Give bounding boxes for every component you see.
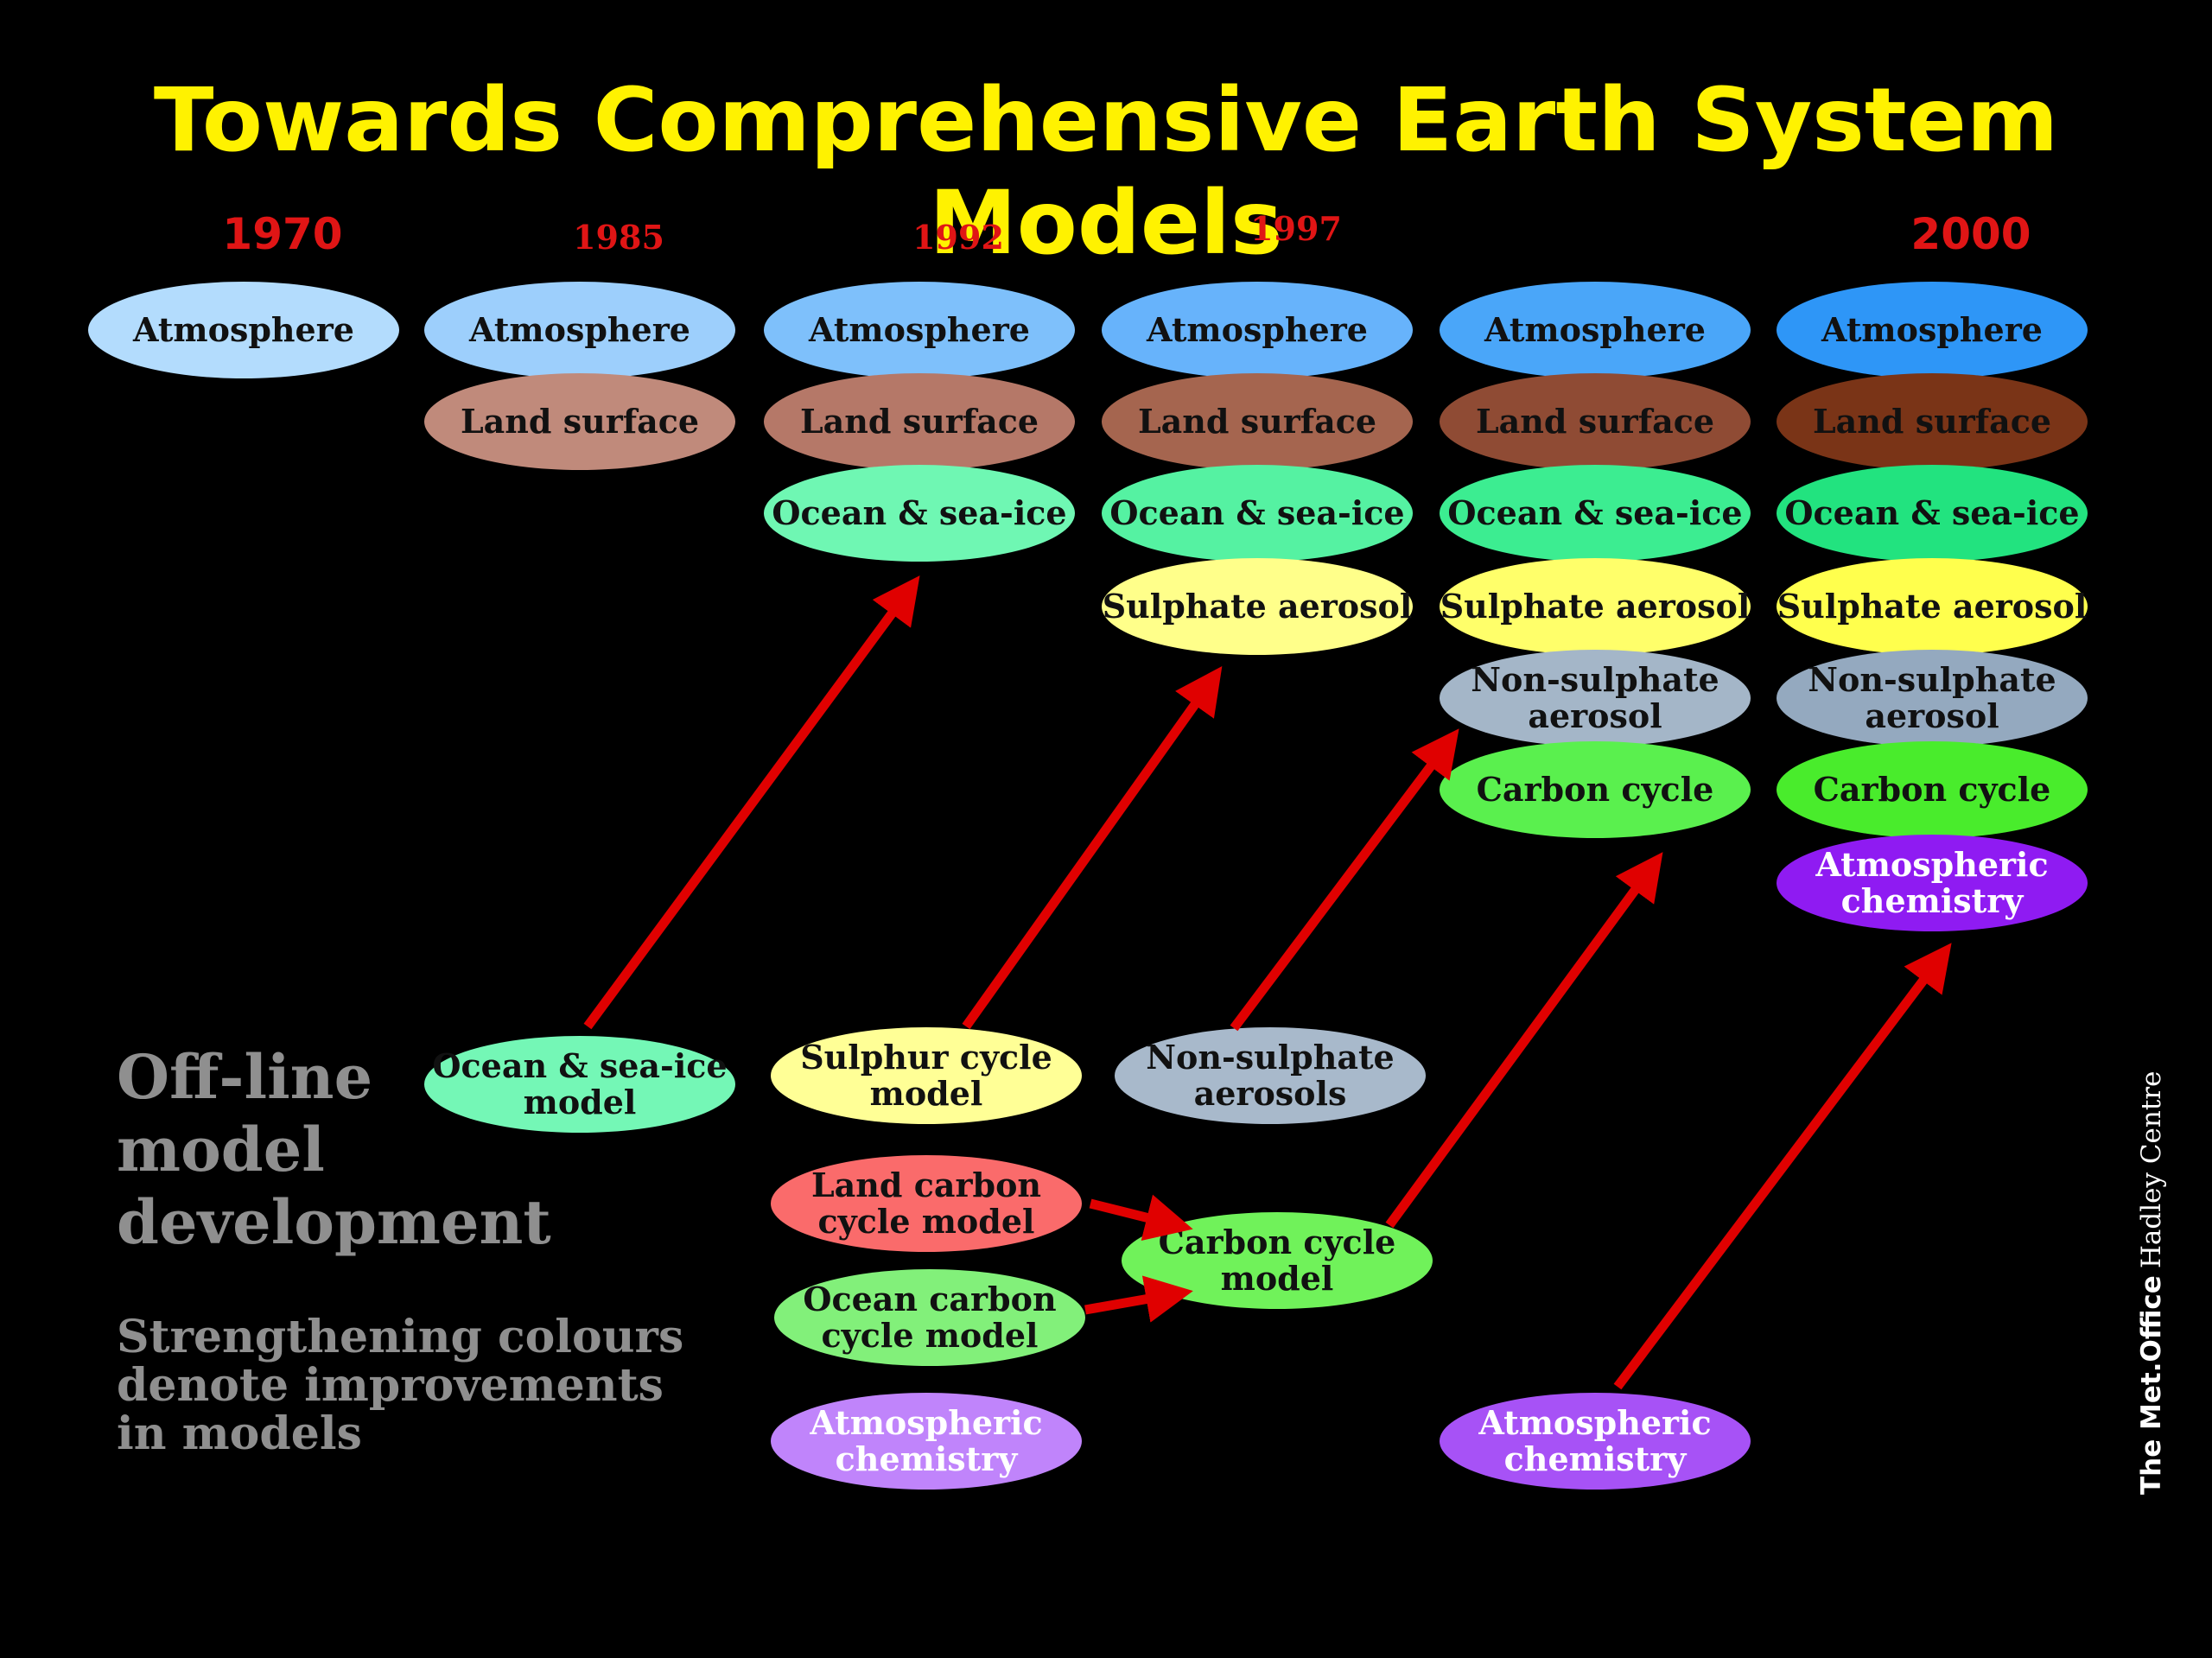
sulphur-cycle-model-oval: Sulphur cycle model [771,1027,1082,1124]
non-sulphate-aerosol-oval: Non-sulphate aerosol [1777,650,2088,746]
year-label: 2000 [1910,209,2031,259]
sulphate-aerosol-oval: Sulphate aerosol [1777,558,2088,655]
offline-heading-line: Off-line [117,1041,373,1113]
ocean-sea-ice-oval: Ocean & sea-ice [1102,465,1413,562]
ocean-sea-ice-oval: Ocean & sea-ice [1440,465,1751,562]
credit-bold: The Met.Office [2136,1275,2167,1495]
non-sulphate-aerosols-oval: Non-sulphate aerosols [1115,1027,1426,1124]
arrow-nonsulphate-to-column5 [1230,728,1459,1032]
atmospheric-chemistry-offline-1-oval: Atmospheric chemistry [771,1393,1082,1490]
ocean-sea-ice-oval: Ocean & sea-ice [764,465,1075,562]
page-title: Towards Comprehensive Earth System Model… [153,69,2059,275]
ocean-sea-ice-model-oval: Ocean & sea-ice model [424,1036,735,1133]
year-label: 1997 [1250,209,1342,248]
land-carbon-cycle-model-oval: Land carbon cycle model [771,1155,1082,1252]
arrow-chemistry-to-2000 [1613,943,1952,1390]
atmosphere-oval: Atmosphere [1777,282,2088,378]
ocean-sea-ice-oval: Ocean & sea-ice [1777,465,2088,562]
land-surface-oval: Land surface [424,373,735,470]
atmospheric-chemistry-oval: Atmospheric chemistry [1777,835,2088,931]
year-label: 1970 [222,209,343,259]
ocean-carbon-cycle-model-oval: Ocean carbon cycle model [774,1269,1085,1366]
land-surface-oval: Land surface [1102,373,1413,470]
sulphate-aerosol-oval: Sulphate aerosol [1102,558,1413,655]
legend-note-line: denote improvements [117,1359,664,1412]
legend-note-line: in models [117,1407,362,1460]
land-surface-oval: Land surface [1777,373,2088,470]
arrow-ocean-to-1992 [583,575,920,1030]
sulphate-aerosol-oval: Sulphate aerosol [1440,558,1751,655]
carbon-cycle-oval: Carbon cycle [1777,741,2088,838]
credit-logo: The Met.Office Hadley Centre [2136,1071,2167,1495]
atmosphere-oval: Atmosphere [1440,282,1751,378]
legend-note: Strengthening colours denote improvement… [117,1313,683,1458]
legend-note-line: Strengthening colours [117,1311,684,1363]
atmospheric-chemistry-offline-2-oval: Atmospheric chemistry [1440,1393,1751,1490]
land-surface-oval: Land surface [1440,373,1751,470]
atmosphere-oval: Atmosphere [764,282,1075,378]
atmosphere-oval: Atmosphere [88,282,399,378]
arrow-carbon-model-to-column5 [1385,852,1663,1229]
offline-heading: Off-line model development [117,1041,551,1259]
non-sulphate-aerosol-oval: Non-sulphate aerosol [1440,650,1751,746]
atmosphere-oval: Atmosphere [1102,282,1413,378]
arrow-sulphur-to-1997 [962,666,1223,1030]
offline-heading-line: development [117,1186,551,1258]
year-label: 1985 [573,218,664,257]
arrow-ocean-carbon-to-carbon-model [1084,1275,1193,1323]
arrow-land-carbon-to-carbon-model [1089,1194,1193,1242]
offline-heading-line: model [117,1114,325,1185]
land-surface-oval: Land surface [764,373,1075,470]
year-label: 1992 [912,218,1004,257]
atmosphere-oval: Atmosphere [424,282,735,378]
carbon-cycle-oval: Carbon cycle [1440,741,1751,838]
credit-regular: Hadley Centre [2136,1070,2167,1269]
